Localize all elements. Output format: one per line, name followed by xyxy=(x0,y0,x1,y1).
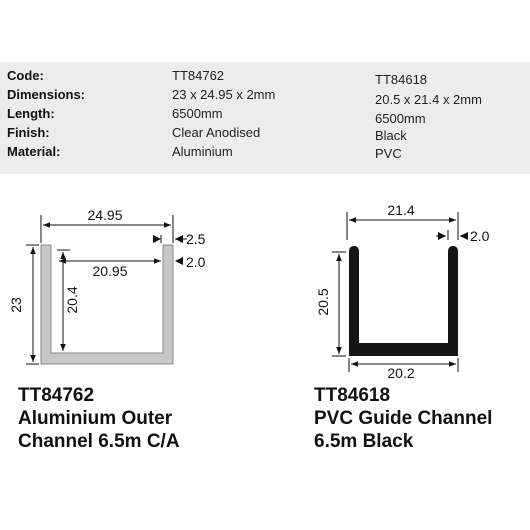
spec-row-dimensions: Dimensions: 23 x 24.95 x 2mm 20.5 x 21.4… xyxy=(0,87,530,107)
aluminium-channel-drawing: 24.95 2.5 2.0 20.95 23 20.4 xyxy=(8,207,206,365)
spec-row-length: Length: 6500mm 6500mm xyxy=(0,106,530,126)
spec-value: 23 x 24.95 x 2mm xyxy=(172,87,276,102)
product-title-pvc: TT84618 PVC Guide Channel 6.5m Black xyxy=(314,384,492,453)
profile-drawings: 24.95 2.5 2.0 20.95 23 20.4 xyxy=(8,202,490,380)
product-title-aluminium: TT84762 Aluminium Outer Channel 6.5m C/A xyxy=(18,384,180,453)
dim-outer-width: 24.95 xyxy=(87,207,122,223)
dim-inner-width: 20.2 xyxy=(387,365,414,380)
spec-value: Black xyxy=(375,128,407,143)
aluminium-channel-profile xyxy=(40,244,174,365)
spec-value: Aluminium xyxy=(172,144,233,159)
spec-value: Clear Anodised xyxy=(172,125,261,140)
spec-value: 20.5 x 21.4 x 2mm xyxy=(375,92,482,107)
spec-value: PVC xyxy=(375,146,402,161)
dim-thickness: 2.0 xyxy=(186,254,206,270)
spec-label: Dimensions: xyxy=(7,87,86,102)
spec-row-material: Material: Aluminium PVC xyxy=(0,144,530,164)
dim-inner-height: 20.4 xyxy=(64,286,80,313)
spec-label: Code: xyxy=(7,68,44,83)
product-name-line2: 6.5m Black xyxy=(314,431,414,452)
spec-row-code: Code: TT84762 TT84618 xyxy=(0,68,530,88)
spec-label: Material: xyxy=(7,144,61,159)
spec-label: Finish: xyxy=(7,125,50,140)
spec-row-finish: Finish: Clear Anodised Black xyxy=(0,125,530,145)
dim-lip: 2.5 xyxy=(186,231,206,247)
dim-outer-width: 21.4 xyxy=(387,202,414,218)
spec-label: Length: xyxy=(7,106,55,121)
product-code: TT84618 xyxy=(314,385,391,406)
pvc-channel-profile xyxy=(349,246,458,356)
dim-outer-height: 23 xyxy=(8,297,24,313)
spec-value: TT84762 xyxy=(172,68,225,83)
product-name-line2: Channel 6.5m C/A xyxy=(18,431,180,452)
pvc-channel-drawing: 21.4 2.0 20.5 20.2 xyxy=(315,202,490,380)
spec-value: 6500mm xyxy=(375,111,426,126)
spec-value: TT84618 xyxy=(375,72,428,87)
product-name-line1: Aluminium Outer xyxy=(18,408,173,429)
spec-table: Code: TT84762 TT84618 Dimensions: 23 x 2… xyxy=(0,62,530,174)
product-name-line1: PVC Guide Channel xyxy=(314,408,493,429)
product-code: TT84762 xyxy=(18,385,95,406)
dim-thickness: 2.0 xyxy=(470,228,490,244)
spec-value: 6500mm xyxy=(172,106,223,121)
dim-inner-width: 20.95 xyxy=(92,263,127,279)
dim-height: 20.5 xyxy=(315,288,331,315)
